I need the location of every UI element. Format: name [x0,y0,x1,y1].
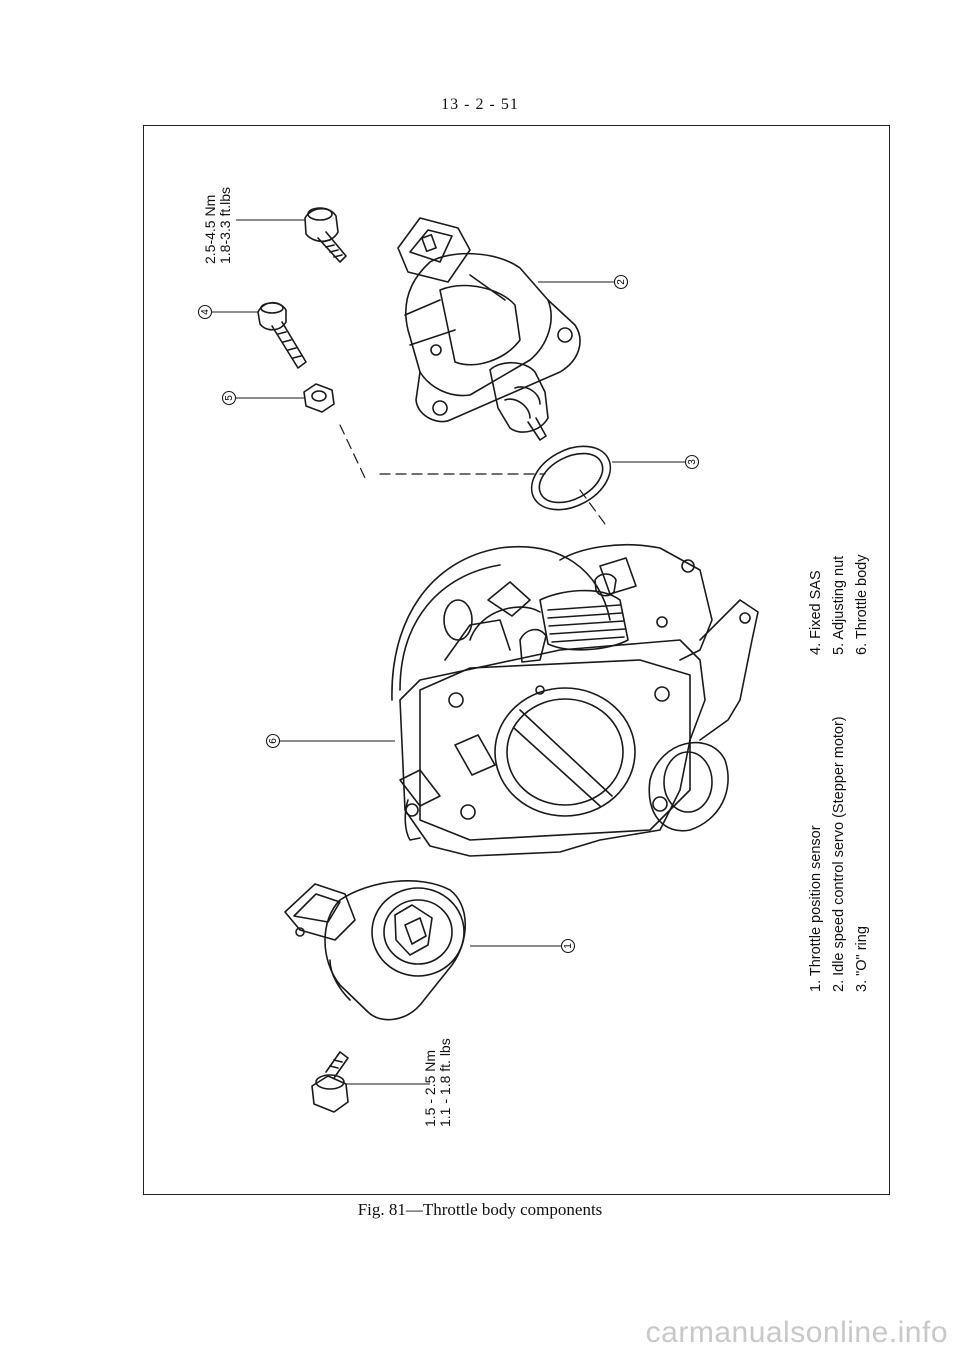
legend-item-1: 1. Throttle position sensor [808,825,824,992]
legend-item-2: 2. Idle speed control servo (Stepper mot… [831,716,847,992]
callout-5: 5 [221,390,237,406]
throttle-body-illustration [391,543,759,857]
watermark: carmanualsonline.info [645,1316,948,1349]
servo-screw-illustration [304,207,347,263]
figure-caption: Fig. 81—Throttle body components [357,1200,603,1219]
callout-4-label: 4 [200,309,211,315]
torque-sensor-ftlbs: 1.1 - 1.8 ft. lbs [437,1038,453,1127]
legend-item-3: 3. "O" ring [854,926,870,992]
callout-6: 6 [265,733,281,749]
sensor-screw-illustration [311,1051,349,1113]
adjusting-nut-illustration [303,383,335,413]
throttle-position-sensor-illustration [284,880,467,1021]
fixed-sas-illustration [257,301,307,369]
callouts: 1 2 3 4 5 6 [197,274,700,954]
figure-frame [143,125,890,1195]
page-number: 13 - 2 - 51 [441,96,519,113]
callout-6-label: 6 [268,738,279,744]
legend-item-5: 5. Adjusting nut [831,555,847,655]
legend-item-6: 6. Throttle body [854,554,870,656]
torque-spec-sensor: 1.5 - 2.5 Nm 1.1 - 1.8 ft. lbs [422,1038,453,1127]
callout-3: 3 [684,454,700,470]
torque-servo-nm: 2.5-4.5 Nm [202,194,218,264]
callout-4: 4 [197,304,213,320]
callout-3-label: 3 [687,459,698,465]
legend-item-4: 4. Fixed SAS [808,570,824,655]
torque-servo-ftlbs: 1.8-3.3 ft.lbs [217,186,233,264]
torque-sensor-nm: 1.5 - 2.5 Nm [422,1049,438,1127]
torque-spec-servo: 2.5-4.5 Nm 1.8-3.3 ft.lbs [202,186,233,264]
legend-column-2: 4. Fixed SAS 5. Adjusting nut 6. Throttl… [805,555,874,656]
leader-lines [212,219,685,1085]
stepper-motor-illustration [397,217,581,441]
callout-1-label: 1 [563,943,574,949]
o-ring-illustration [530,445,612,511]
callout-2-label: 2 [616,279,627,285]
legend-column-1: 1. Throttle position sensor 2. Idle spee… [805,716,874,992]
callout-1: 1 [560,938,576,954]
callout-2: 2 [613,274,629,290]
callout-5-label: 5 [224,395,235,401]
alignment-lines [339,424,609,529]
